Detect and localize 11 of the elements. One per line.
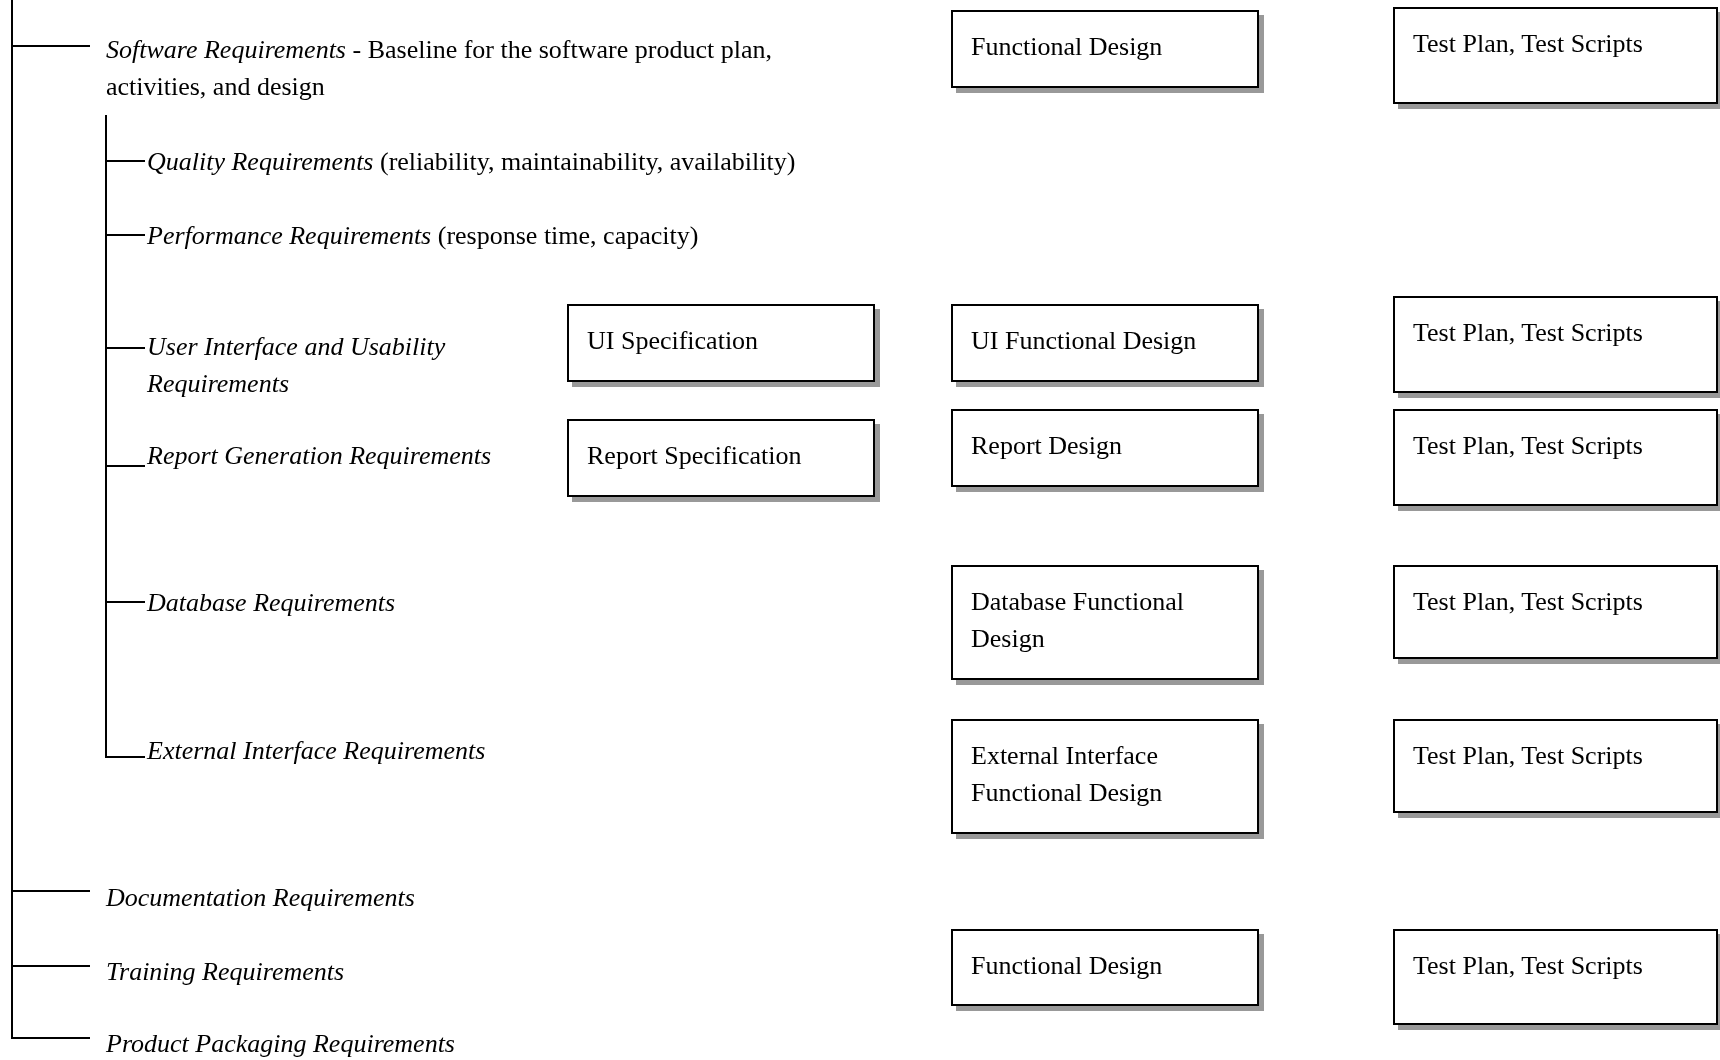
requirement-text: Quality Requirements (reliability, maintainability, availability) [147, 143, 1047, 180]
requirement-text: User Interface and Usability Requirements [147, 328, 542, 402]
requirement-text: Software Requirements - Baseline for the software product plan, activities, and design [106, 31, 796, 105]
requirement-text: Documentation Requirements [106, 879, 706, 916]
requirement-text: External Interface Requirements [147, 732, 647, 769]
tree-line [105, 114, 146, 758]
requirement-text: Training Requirements [106, 953, 706, 990]
requirement-text: Performance Requirements (response time, capacity) [147, 217, 1047, 254]
requirement-text: Report Generation Requirements [147, 437, 542, 474]
requirement-text: Database Requirements [147, 584, 647, 621]
requirement-text: Product Packaging Requirements [106, 1025, 706, 1060]
